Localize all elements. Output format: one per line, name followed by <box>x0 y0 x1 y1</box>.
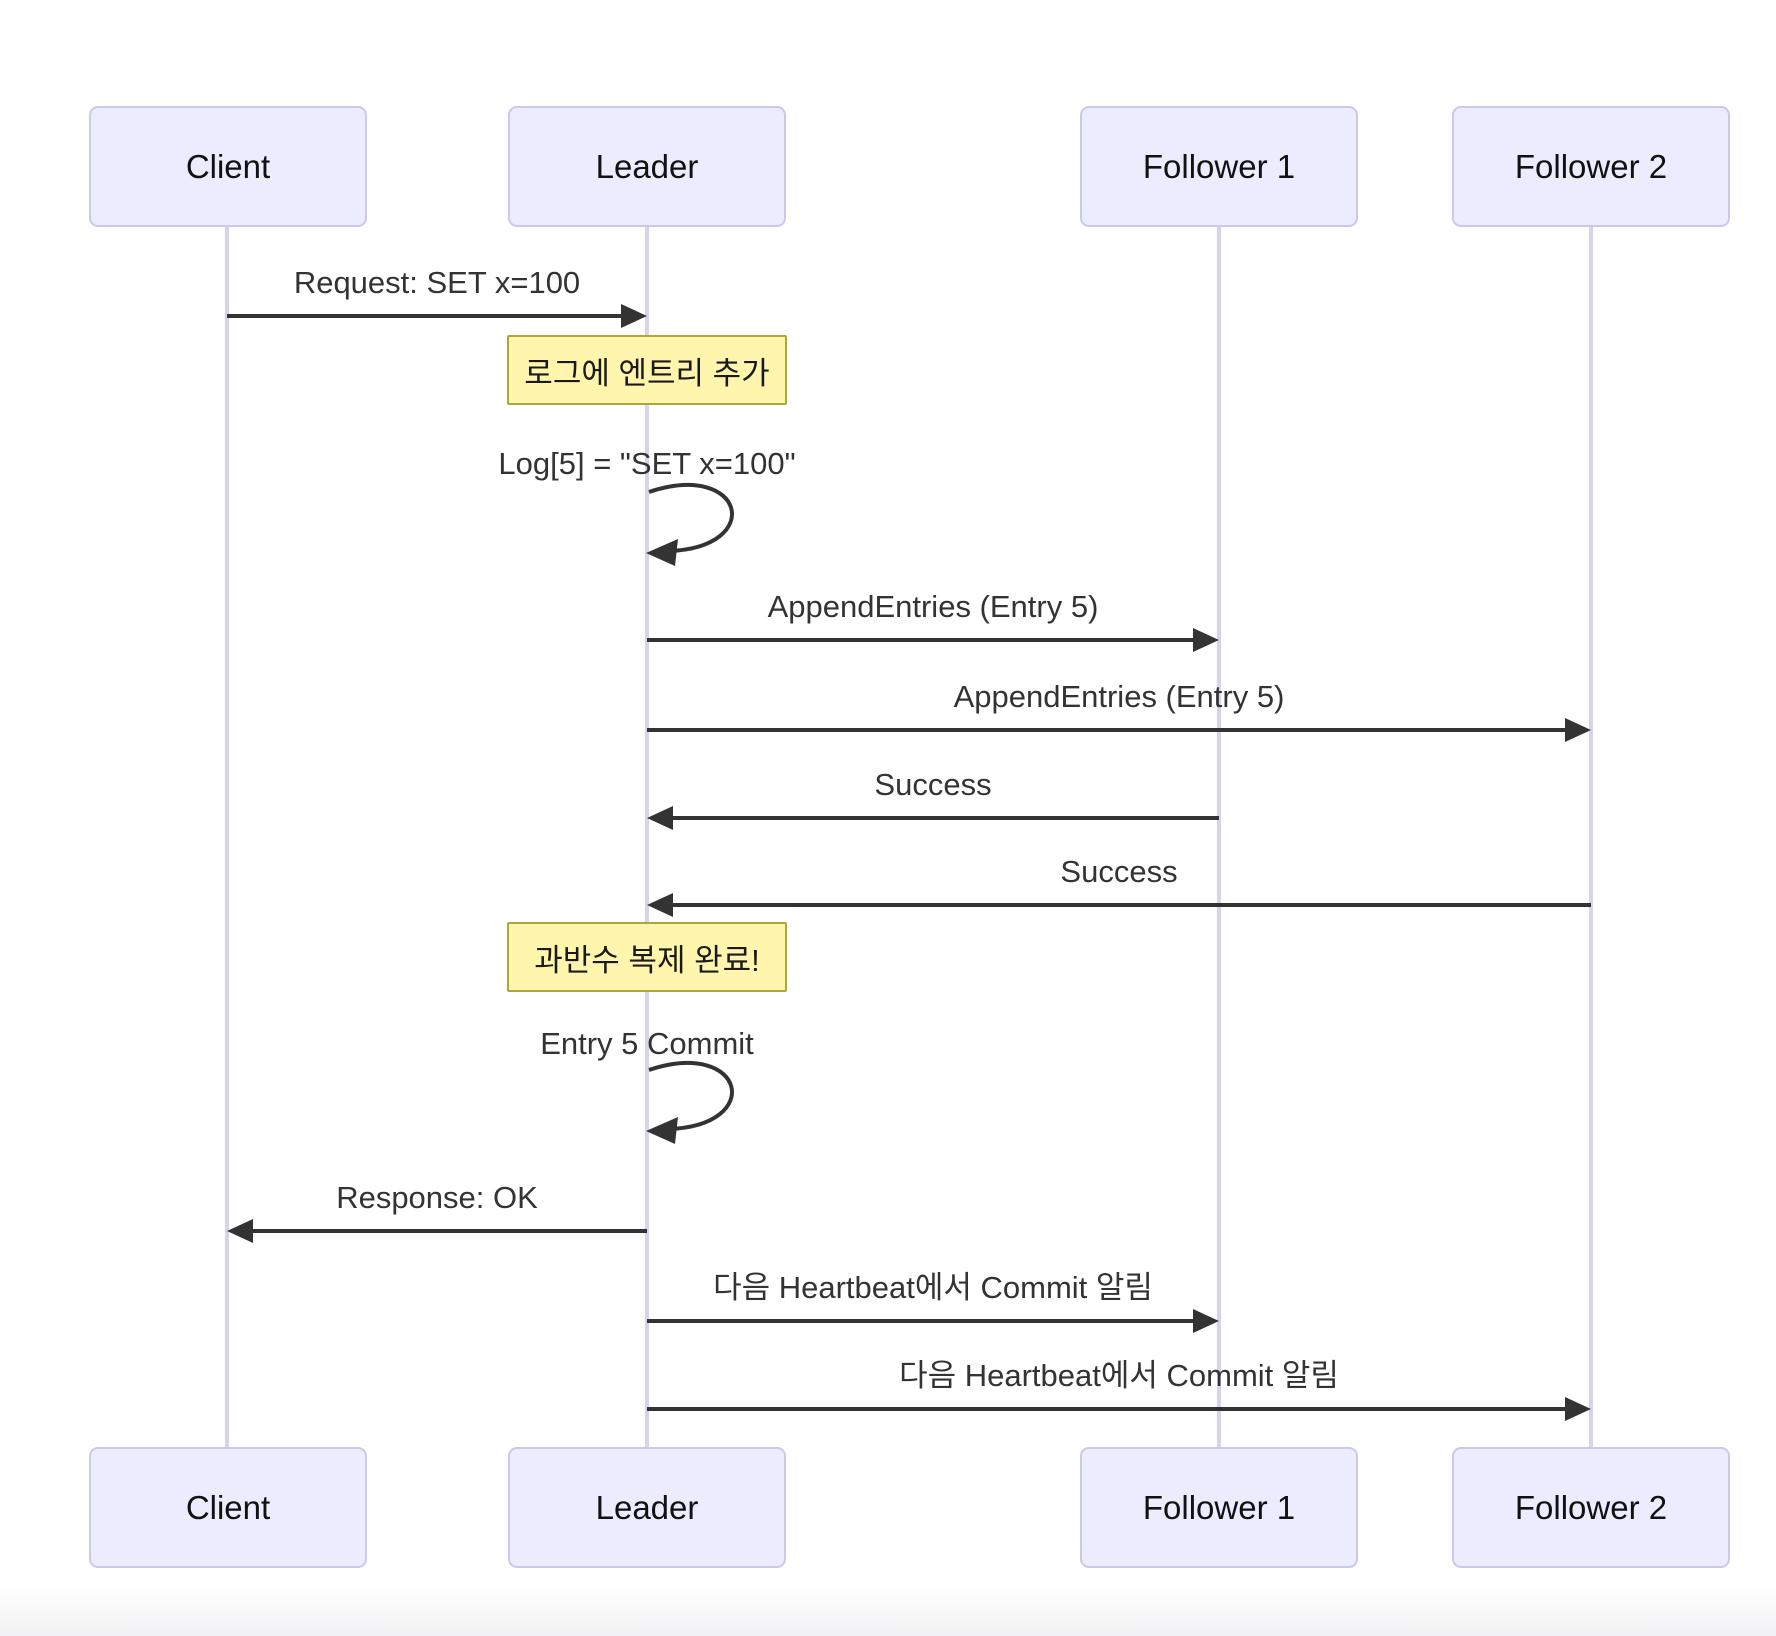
actor-follower2-bottom: Follower 2 <box>1452 1447 1730 1568</box>
message-label-heartbeat-f1: 다음 Heartbeat에서 Commit 알림 <box>713 1270 1153 1305</box>
actor-label: Follower 2 <box>1514 1488 1668 1526</box>
message-label-appendentries-f1: AppendEntries (Entry 5) <box>767 589 1099 624</box>
message-arrow-heartbeat-f2 <box>647 1407 1569 1411</box>
message-label-success-f2: Success <box>1060 854 1178 889</box>
message-label-response: Response: OK <box>336 1180 538 1215</box>
message-label-success-f1: Success <box>874 767 992 802</box>
actor-follower2-top: Follower 2 <box>1452 106 1730 227</box>
actor-client-bottom: Client <box>89 1447 367 1568</box>
arrowhead-left-icon <box>227 1219 253 1243</box>
lifeline-follower2 <box>1589 227 1593 1447</box>
message-label-appendentries-f2: AppendEntries (Entry 5) <box>953 679 1285 714</box>
arrowhead-right-icon <box>1565 1397 1591 1421</box>
lifeline-leader <box>645 227 649 1447</box>
actor-label: Leader <box>595 147 699 185</box>
message-arrow-response <box>251 1229 647 1233</box>
self-loop-log-icon <box>648 483 734 553</box>
actor-label: Follower 2 <box>1514 147 1668 185</box>
message-label-request: Request: SET x=100 <box>293 265 581 300</box>
self-message-label-log: Log[5] = "SET x=100" <box>498 446 796 481</box>
message-label-heartbeat-f2: 다음 Heartbeat에서 Commit 알림 <box>899 1358 1339 1393</box>
arrowhead-left-icon <box>646 1117 678 1144</box>
arrowhead-right-icon <box>1193 1309 1219 1333</box>
message-arrow-appendentries-f1 <box>647 638 1197 642</box>
actor-label: Follower 1 <box>1142 147 1296 185</box>
actor-leader-bottom: Leader <box>508 1447 786 1568</box>
message-arrow-request <box>227 314 623 318</box>
note-append-log: 로그에 엔트리 추가 <box>507 335 787 405</box>
actor-label: Client <box>185 147 271 185</box>
note-label: 과반수 복제 완료! <box>534 942 760 978</box>
actor-label: Leader <box>595 1488 699 1526</box>
arrowhead-left-icon <box>646 539 678 566</box>
note-label: 로그에 엔트리 추가 <box>524 355 770 391</box>
lifeline-client <box>225 227 229 1447</box>
message-arrow-appendentries-f2 <box>647 728 1569 732</box>
arrowhead-right-icon <box>1193 628 1219 652</box>
actor-follower1-bottom: Follower 1 <box>1080 1447 1358 1568</box>
note-majority-replicated: 과반수 복제 완료! <box>507 922 787 992</box>
message-arrow-success-f2 <box>671 903 1591 907</box>
arrowhead-right-icon <box>621 304 647 328</box>
self-message-label-commit: Entry 5 Commit <box>540 1026 754 1061</box>
arrowhead-left-icon <box>647 893 673 917</box>
self-loop-commit-icon <box>648 1061 734 1131</box>
actor-client-top: Client <box>89 106 367 227</box>
message-arrow-success-f1 <box>671 816 1219 820</box>
actor-leader-top: Leader <box>508 106 786 227</box>
arrowhead-left-icon <box>647 806 673 830</box>
actor-follower1-top: Follower 1 <box>1080 106 1358 227</box>
message-arrow-heartbeat-f1 <box>647 1319 1197 1323</box>
actor-label: Follower 1 <box>1142 1488 1296 1526</box>
page-footer-strip <box>0 1585 1776 1636</box>
actor-label: Client <box>185 1488 271 1526</box>
lifeline-follower1 <box>1217 227 1221 1447</box>
arrowhead-right-icon <box>1565 718 1591 742</box>
